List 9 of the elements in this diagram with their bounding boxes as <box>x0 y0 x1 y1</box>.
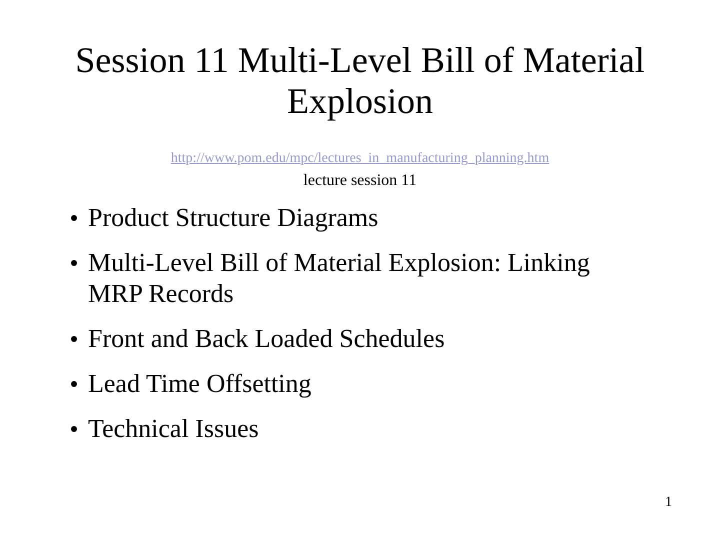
bullet-text: Multi-Level Bill of Material Explosion: Linking MRP Records <box>88 248 590 308</box>
web-link: http://www.pom.edu/mpc/lectures_in_manufacturing_planning.htm <box>170 151 550 166</box>
bullet-text: Lead Time Offsetting <box>88 369 312 398</box>
slide-title: Session 11 Multi-Level Bill of Material Explosion <box>74 40 646 122</box>
bullet-text: Front and Back Loaded Schedules <box>88 324 445 353</box>
bullet-text: Product Structure Diagrams <box>88 203 378 232</box>
page-number: 1 <box>665 495 672 511</box>
subtitle: lecture session 11 <box>302 172 418 190</box>
bullet-text: Technical Issues <box>88 414 259 443</box>
